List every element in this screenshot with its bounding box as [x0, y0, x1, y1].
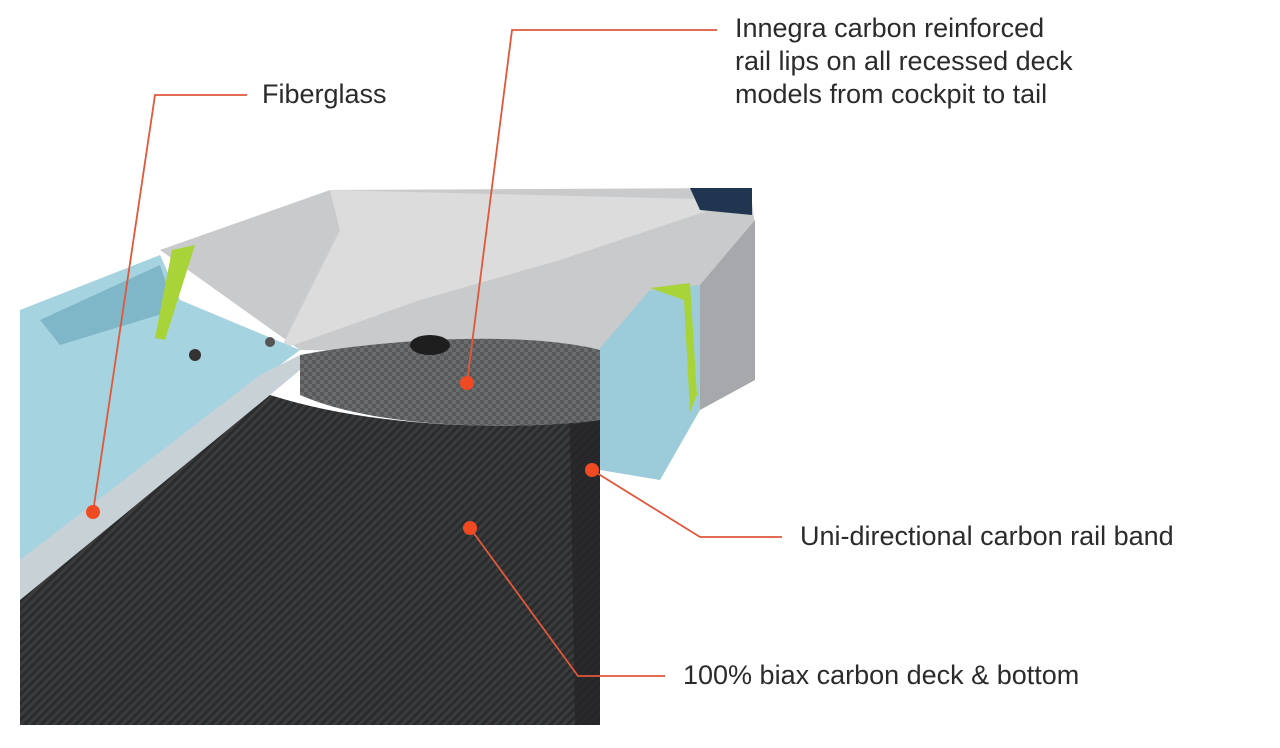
deck-fitting: [265, 337, 275, 347]
fiberglass-callout-dot: [86, 505, 100, 519]
innegra-label-line-3: models from cockpit to tail: [735, 79, 1048, 109]
biax-callout-dot: [463, 521, 477, 535]
biax-leader-line: [469, 527, 665, 677]
innegra-label: Innegra carbon reinforced rail lips on a…: [735, 12, 1073, 111]
right-rail-side: [700, 220, 755, 410]
fiberglass-label: Fiberglass: [262, 79, 387, 109]
innegra-callout-dot: [460, 376, 474, 390]
innegra-leader-line: [466, 29, 717, 384]
green-band-left: [155, 245, 195, 340]
innegra-rail-lip: [300, 338, 600, 426]
fiberglass-layer: [20, 355, 300, 600]
uni-carbon-rail-band: [570, 420, 600, 725]
uni-leader-line: [591, 469, 782, 538]
dark-rail-back: [690, 188, 752, 215]
cockpit-floor: [280, 190, 740, 350]
uni-callout-dot: [585, 463, 599, 477]
green-band-right: [650, 283, 697, 412]
uni-directional-label: Uni-directional carbon rail band: [800, 521, 1174, 551]
biax-carbon-bottom: [20, 395, 600, 725]
leash-cup: [410, 335, 450, 355]
fiberglass-leader-line: [92, 94, 247, 513]
biax-label: 100% biax carbon deck & bottom: [683, 660, 1080, 690]
deck-plug: [189, 349, 201, 361]
innegra-label-line-2: rail lips on all recessed deck: [735, 46, 1073, 76]
left-cockpit-wall: [40, 265, 175, 345]
right-rail: [600, 285, 700, 480]
innegra-label-line-1: Innegra carbon reinforced: [735, 13, 1045, 43]
